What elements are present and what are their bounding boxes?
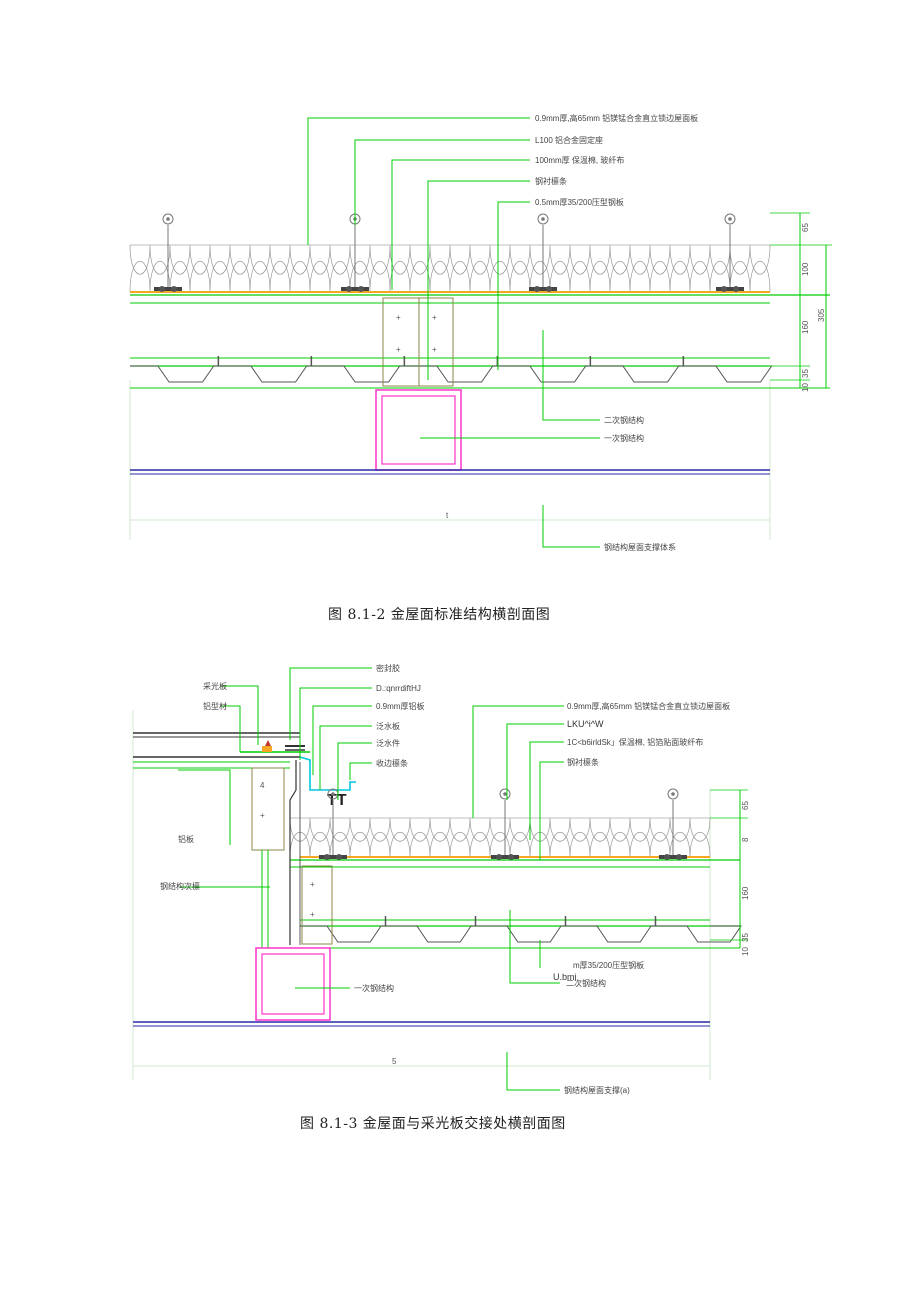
fig2-label-code: D.:qnrrdiftHJ — [376, 684, 421, 693]
fig2-label-secondary-steel: 二次钢结构 — [566, 978, 606, 988]
figure-1-caption: 图 8.1-2 金屋面标准结构横剖面图 — [328, 607, 551, 623]
fig1-dim-65: 65 — [801, 223, 810, 232]
standing-seam-clips — [154, 213, 744, 292]
fig1-label-secondary-steel: 二次钢结构 — [604, 415, 644, 425]
fig1-dim-160: 160 — [801, 320, 810, 334]
fig2-label-steel-left: 钢结构次檩 — [160, 881, 200, 891]
svg-text:+: + — [396, 313, 401, 322]
svg-text:+: + — [310, 910, 315, 919]
fig2-dim-160: 160 — [741, 886, 750, 900]
fig2-label-insulation: 1C<b6irldSk」保温棉, 铝箔贴面玻纤布 — [567, 737, 703, 747]
fig1-label-insulation: 100mm厚 保温棉, 玻纤布 — [535, 155, 624, 165]
figure-2-caption: 图 8.1-3 金屋面与采光板交接处横剖面图 — [300, 1116, 566, 1132]
fig2-label-edge-purlin: 收边檩条 — [376, 758, 408, 768]
fig1-label-clip: L100 铝合金固定座 — [535, 135, 603, 145]
svg-text:+: + — [432, 313, 437, 322]
fig2-label-al-sheet: 0.9mm厚铝板 — [376, 701, 424, 711]
fig2-label-primary-steel: 一次钢结构 — [354, 983, 394, 993]
fig2-dim-8: 8 — [741, 837, 750, 842]
fig2-dim-65: 65 — [741, 801, 750, 810]
fig2-label-flashing-part: 泛水件 — [376, 738, 400, 748]
fig2-label-purlin: 钢衬檩条 — [567, 757, 599, 767]
fig2-label-sealant: 密封胶 — [376, 663, 400, 673]
svg-text:+: + — [310, 880, 315, 889]
fig2-dim-35: 35 — [741, 933, 750, 942]
fig2-label-aluminium: 铝型材 — [203, 701, 227, 711]
svg-text:+: + — [396, 345, 401, 354]
fig1-label-roof-panel: 0.9mm厚,高65mm 铝镁锰合金直立锁边屋面板 — [535, 113, 698, 123]
fig2-label-skylight: 采光板 — [203, 681, 227, 691]
svg-text:4: 4 — [260, 781, 265, 790]
fig2-label-clip: LKU^i^W — [567, 719, 604, 729]
fig2-label-roof-panel: 0.9mm厚,高65mm 铝镁锰合金直立锁边屋面板 — [567, 701, 730, 711]
fig2-label-deck-code: U.bmi — [553, 972, 577, 982]
figure-2-drawing: TT 4 + + + — [132, 667, 748, 1091]
svg-text:+: + — [432, 345, 437, 354]
insulation-layer — [129, 244, 771, 293]
fig2-label-panel-left: 铝板 — [178, 834, 194, 844]
figure-1-drawing: + + + + — [129, 117, 832, 548]
fig1-dim-100: 100 — [801, 262, 810, 276]
profiled-steel-deck — [130, 356, 773, 383]
svg-text:TT: TT — [327, 792, 347, 809]
standing-seam-clips-2 — [319, 788, 687, 860]
fig2-label-flashing: 泛水板 — [376, 721, 400, 731]
fig1-dim-10: 10 — [801, 383, 810, 392]
fig1-dim-305: 305 — [817, 308, 826, 322]
profiled-steel-deck-2 — [300, 916, 742, 943]
fig1-label-primary-steel: 一次钢结构 — [604, 433, 644, 443]
fig2-dim-10: 10 — [741, 947, 750, 956]
insulation-layer-2 — [289, 817, 711, 858]
fig1-label-deck: 0.5mm厚35/200压型钢板 — [535, 197, 624, 207]
fig2-label-deck: m厚35/200压型钢板 — [573, 960, 644, 970]
svg-text:+: + — [260, 811, 265, 820]
fig1-base-dim: t — [446, 511, 449, 520]
fig1-label-purlin: 钢衬檩条 — [535, 176, 567, 186]
fig1-dim-35: 35 — [801, 369, 810, 378]
fig2-base-dim: 5 — [392, 1057, 397, 1066]
fig1-label-support: 钢结构屋面支撑体系 — [604, 542, 676, 552]
fig2-label-support: 钢结构屋面支撑(a) — [564, 1085, 630, 1095]
